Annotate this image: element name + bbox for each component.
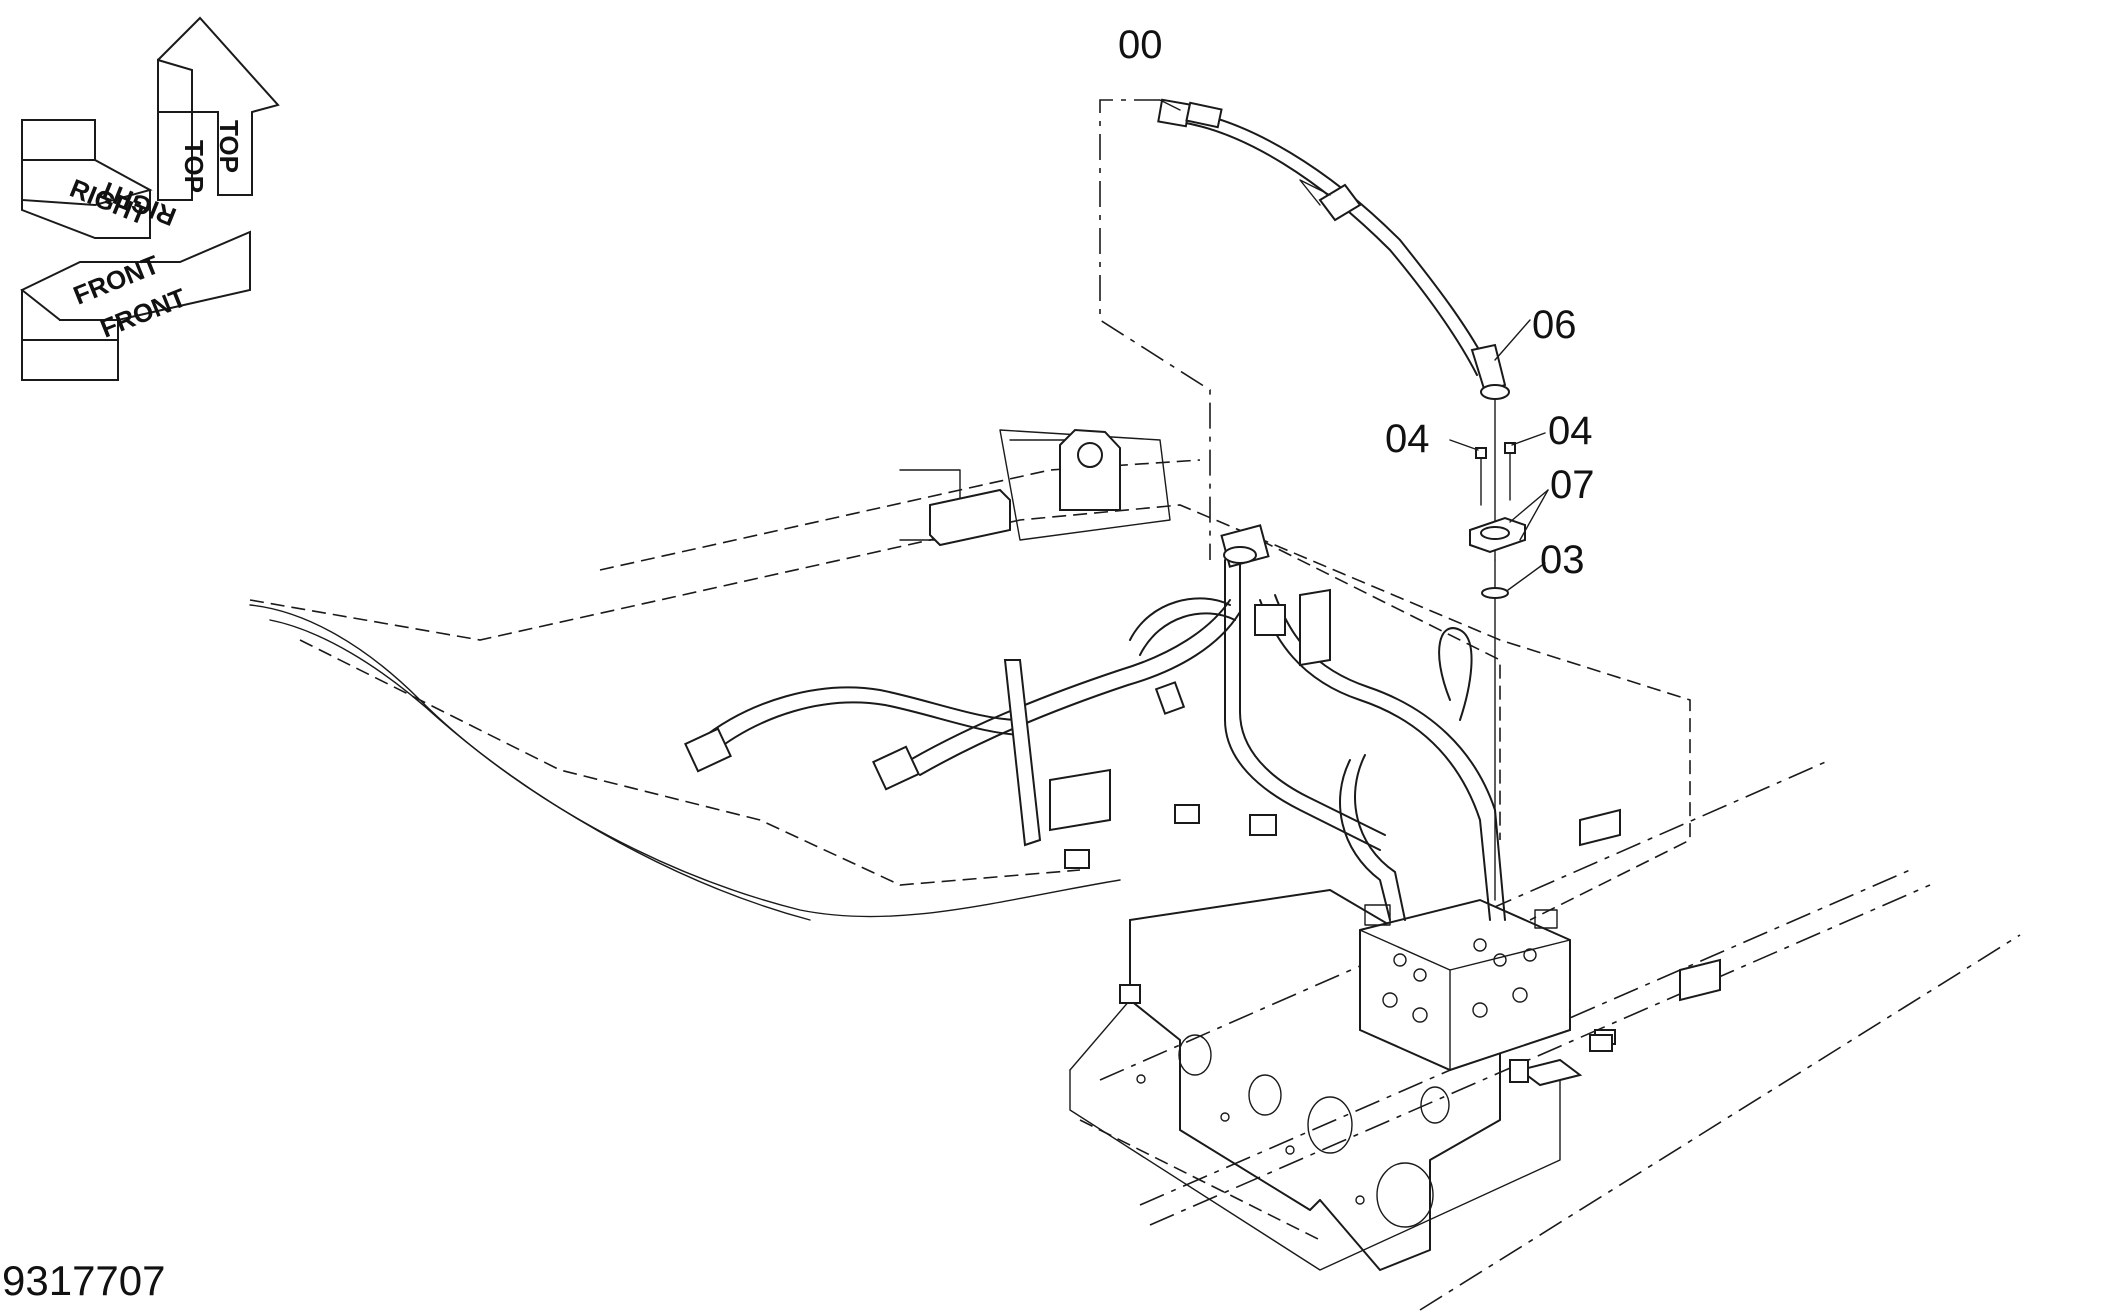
bolt-left	[1475, 447, 1487, 506]
lower-base	[1069, 889, 1561, 1271]
orientation-indicator: TOP TOP RIGHT RIGHT FRONT FRONT	[20, 16, 280, 381]
callout-03: 03	[1540, 538, 1585, 582]
callout-04-left: 04	[1385, 417, 1430, 461]
upper-frame	[249, 429, 1691, 921]
callout-00: 00	[1118, 23, 1163, 67]
orientation-top-label: TOP	[214, 120, 244, 173]
brackets	[929, 428, 1721, 1205]
leader-lines	[1099, 99, 1549, 591]
orientation-top-label-mirror: TOP	[179, 140, 209, 193]
bolt-right	[1504, 442, 1516, 501]
hoses	[684, 98, 1510, 921]
exploded-parts	[1469, 399, 1526, 901]
control-valve	[1359, 898, 1571, 1072]
callout-04-right: 04	[1548, 409, 1593, 453]
centerlines	[1099, 759, 2021, 1311]
callouts: 00 06 04 04 07 03	[1118, 23, 1595, 582]
callout-07: 07	[1550, 463, 1595, 507]
drawing-number: 9317707	[2, 1257, 166, 1304]
callout-06: 06	[1532, 303, 1577, 347]
